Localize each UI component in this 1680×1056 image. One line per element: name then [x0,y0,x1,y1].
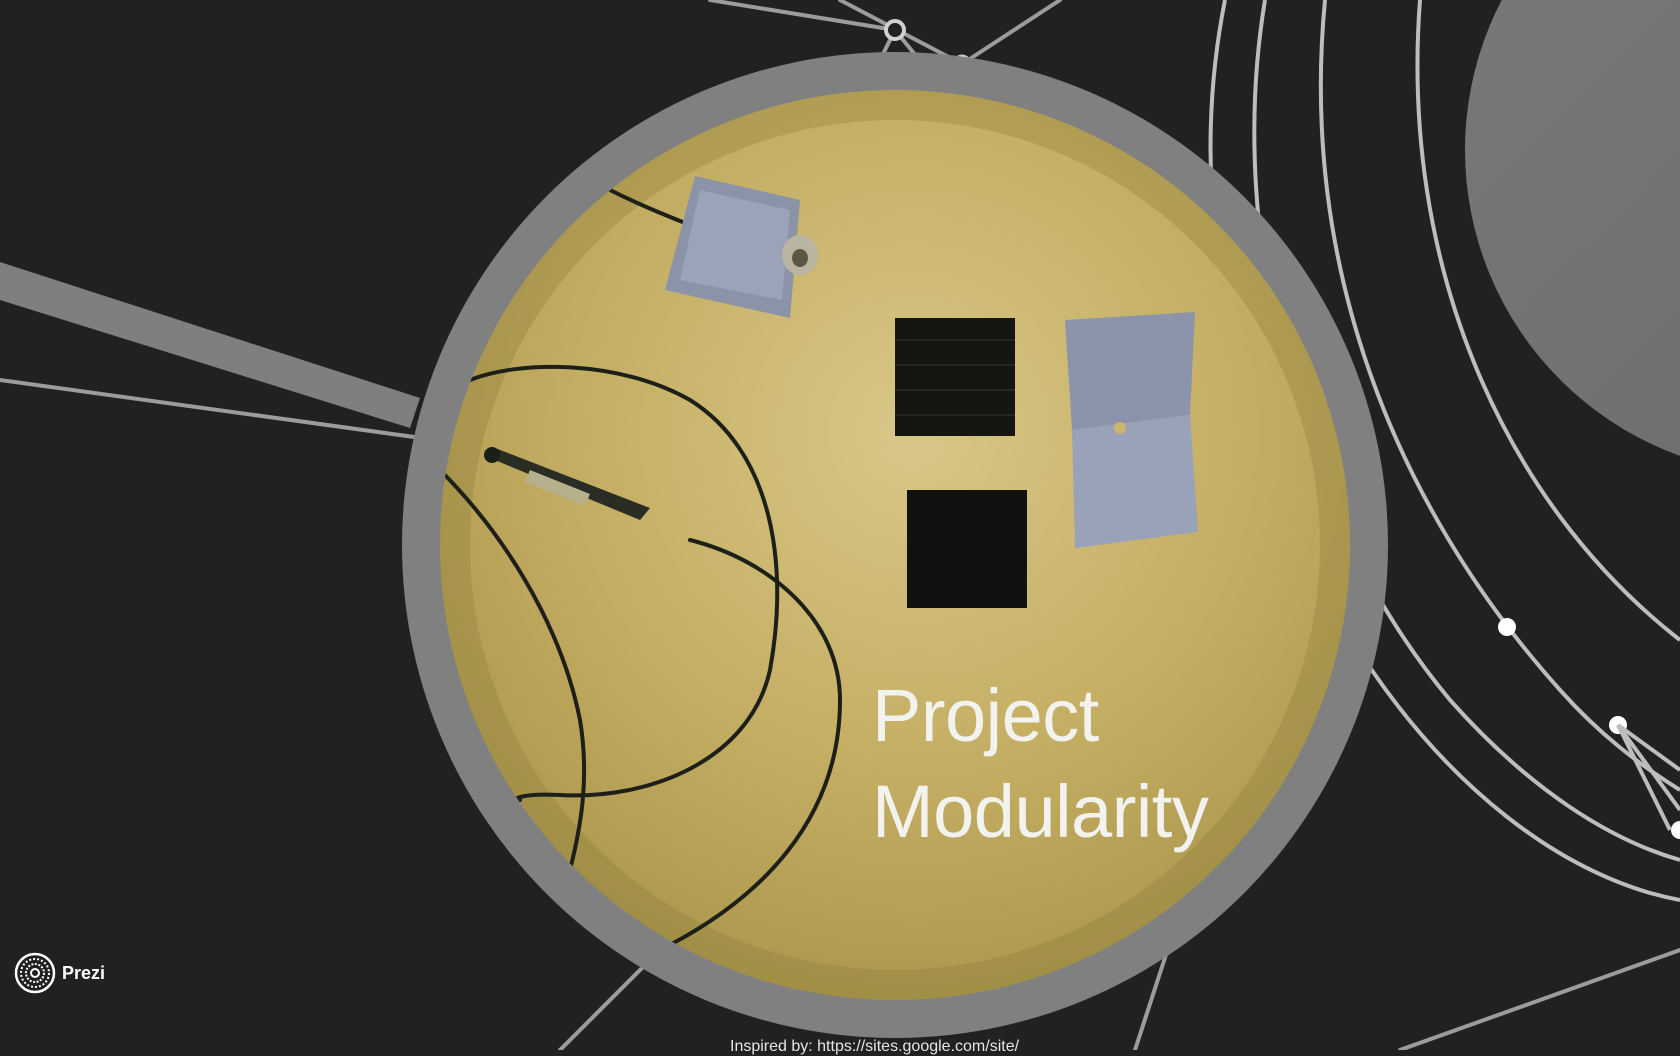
photo-sensor-tip [484,447,650,520]
title-line-2: Modularity [872,770,1209,853]
node-spokes [1616,723,1680,831]
photo-velcro-hook-2 [907,490,1027,608]
photo-cable [440,188,843,952]
thick-connector [0,262,420,428]
large-grey-circle [1465,0,1680,456]
prezi-logo-icon [14,952,56,994]
prezi-logo[interactable]: Prezi [14,952,105,994]
photo-felt-folded [1065,312,1198,548]
photo-velcro-hook-1 [895,318,1015,436]
photo-felt-clip [665,176,818,318]
title-line-1: Project [872,674,1099,757]
prezi-logo-label: Prezi [62,962,106,983]
presentation-title: Project Modularity [872,668,1209,860]
frame-photo [440,90,1350,1000]
footer-credit-text: Inspired by: https://sites.google.com/si… [730,1038,1020,1055]
